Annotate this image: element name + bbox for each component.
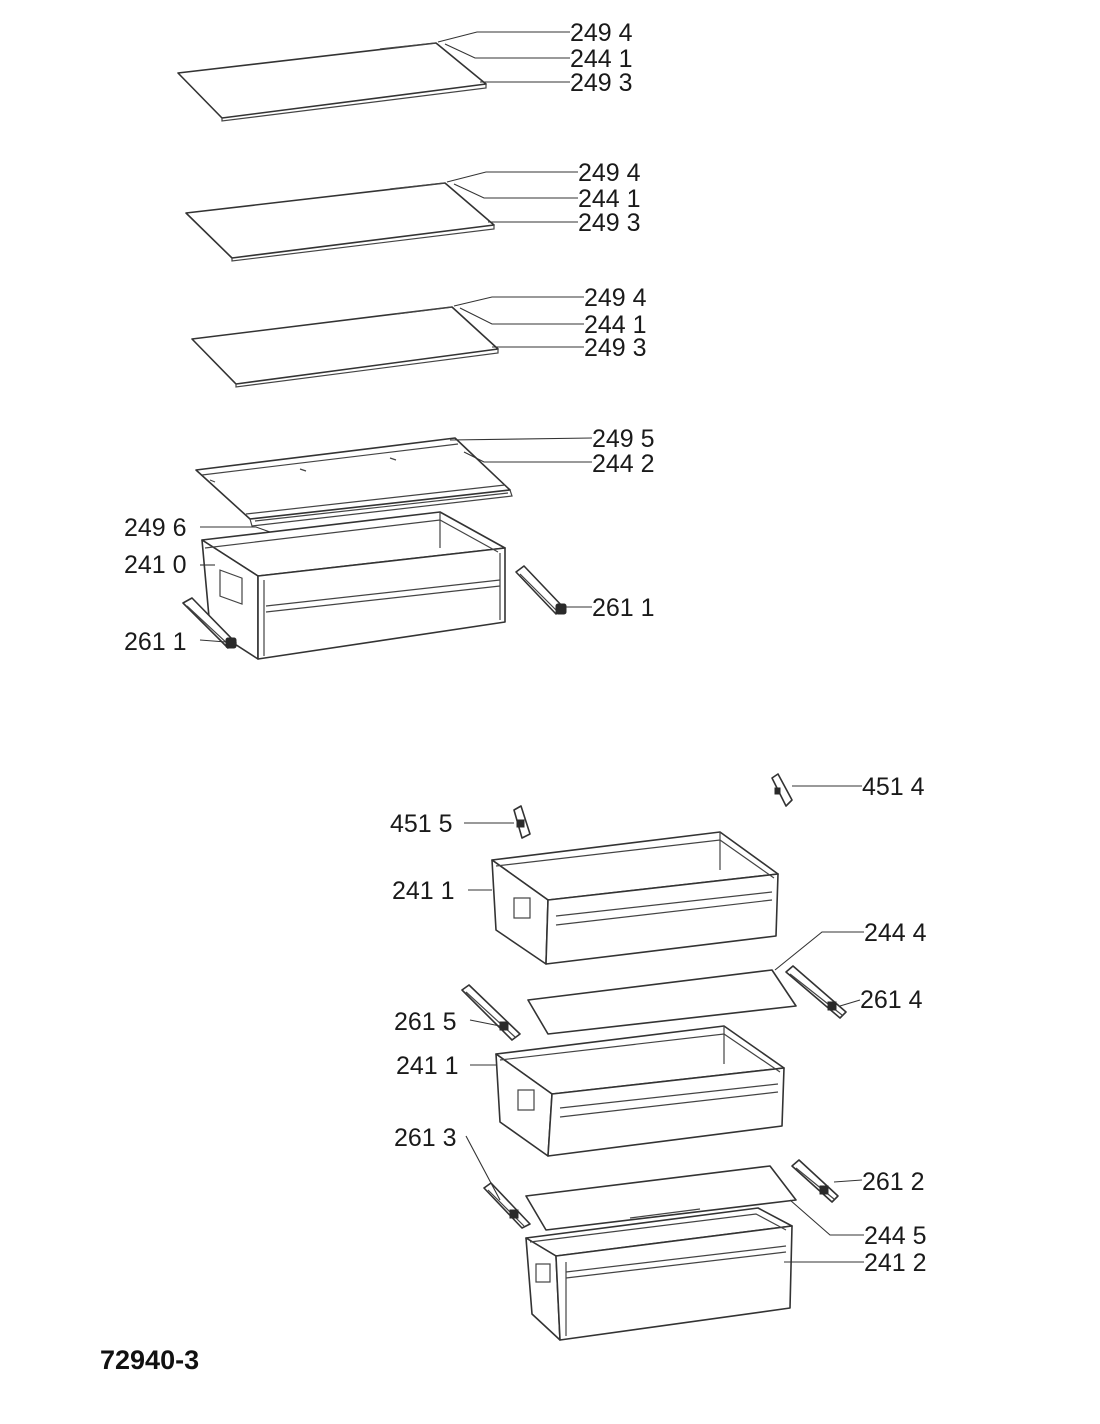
callout-244-5: 244 5 [864,1222,927,1250]
freezer-drawer-bottom [525,1207,793,1341]
callout-244-1: 244 1 [578,185,641,213]
callout-249-3: 249 3 [578,209,641,237]
clip-part-right [771,773,793,807]
freezer-drawer-middle-upper [491,831,779,965]
drawer-rail-mid-right [785,965,847,1019]
glass-shelf-3 [191,306,499,388]
callout-241-1: 241 1 [392,877,455,905]
drawer-rail-left [182,597,237,649]
drawer-rail-low-right [791,1159,839,1203]
callout-244-2: 244 2 [592,450,655,478]
callout-261-4: 261 4 [860,986,923,1014]
callout-261-5: 261 5 [394,1008,457,1036]
callout-249-6: 249 6 [124,514,187,542]
drawer-rail-mid-left [461,984,521,1041]
callout-451-4: 451 4 [862,773,925,801]
drawer-glass-plate-upper [527,969,797,1035]
callout-244-1: 244 1 [570,45,633,73]
callout-261-3: 261 3 [394,1124,457,1152]
callout-241-1: 241 1 [396,1052,459,1080]
callout-261-1: 261 1 [124,628,187,656]
drawer-glass-plate-lower [525,1165,797,1231]
callout-244-4: 244 4 [864,919,927,947]
callout-249-3: 249 3 [570,69,633,97]
freezer-drawer-top [201,511,506,660]
callout-261-1: 261 1 [592,594,655,622]
callout-261-2: 261 2 [862,1168,925,1196]
drawer-rail-low-left [483,1182,531,1229]
callout-249-4: 249 4 [570,19,633,47]
clip-part-left [513,805,531,839]
callout-241-0: 241 0 [124,551,187,579]
callout-249-4: 249 4 [584,284,647,312]
callout-244-1: 244 1 [584,311,647,339]
glass-shelf-2 [185,182,495,262]
glass-shelf-1 [177,42,487,122]
drawer-rail-right [515,565,567,615]
callout-241-2: 241 2 [864,1249,927,1277]
callout-249-3: 249 3 [584,334,647,362]
callout-249-4: 249 4 [578,159,641,187]
callout-451-5: 451 5 [390,810,453,838]
drawing-number: 72940-3 [100,1345,199,1375]
callout-249-5: 249 5 [592,425,655,453]
freezer-drawer-middle-lower [495,1025,785,1157]
drawer-cover-panel [195,437,513,527]
